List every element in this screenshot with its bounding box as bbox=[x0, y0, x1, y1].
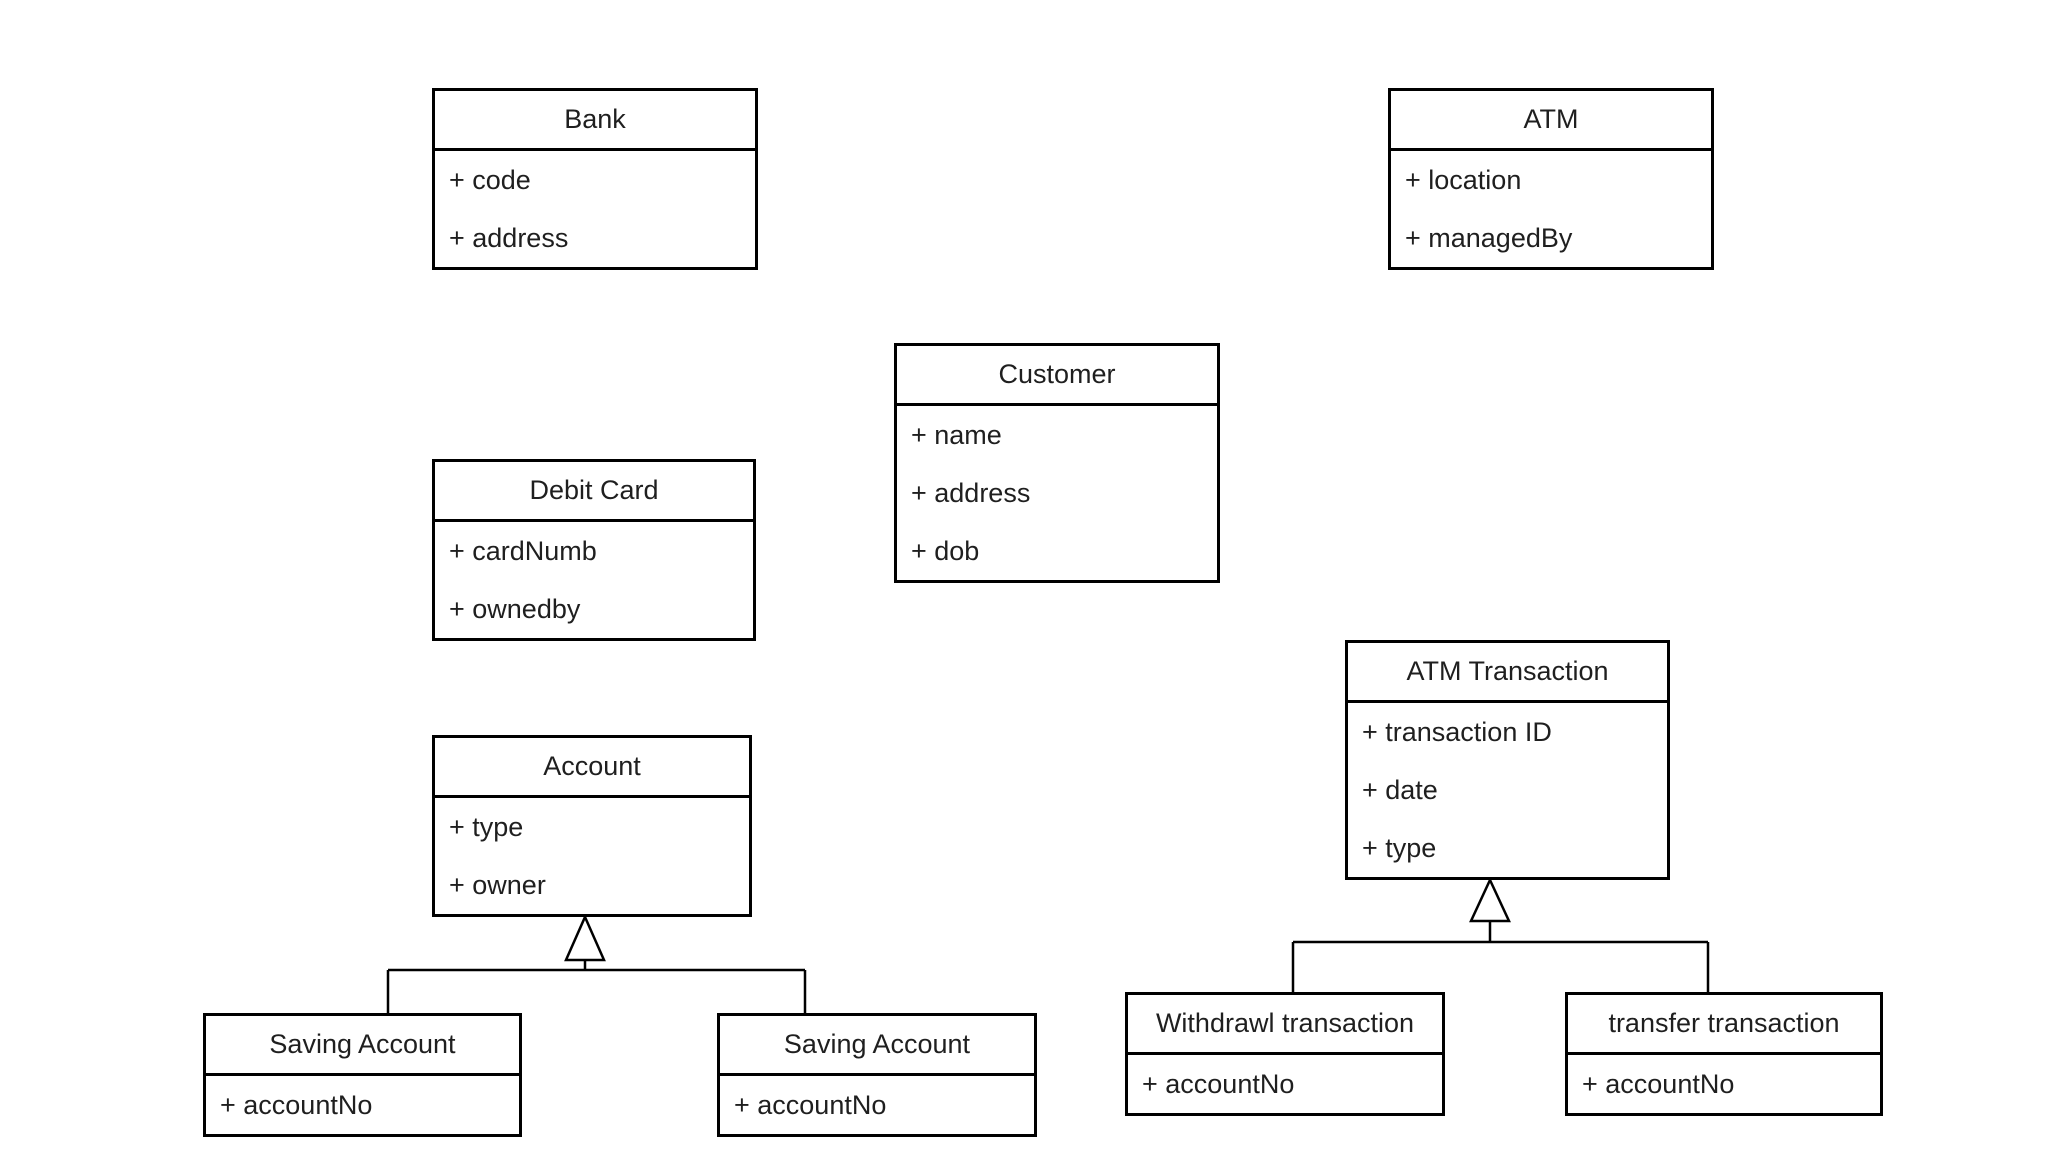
class-attribute: + type bbox=[1362, 832, 1437, 863]
class-title: ATM Transaction bbox=[1348, 643, 1667, 703]
class-attributes: + accountNo bbox=[1568, 1055, 1880, 1113]
class-title: Withdrawl transaction bbox=[1128, 995, 1442, 1055]
class-title: Account bbox=[435, 738, 749, 798]
class-attributes: + accountNo bbox=[720, 1076, 1034, 1134]
class-attributes: + accountNo bbox=[206, 1076, 519, 1134]
class-attributes: + cardNumb + ownedby bbox=[435, 522, 753, 638]
class-box-debit-card[interactable]: Debit Card + cardNumb + ownedby bbox=[432, 459, 756, 641]
class-box-transfer-transaction[interactable]: transfer transaction + accountNo bbox=[1565, 992, 1883, 1116]
class-title: ATM bbox=[1391, 91, 1711, 151]
class-attribute: + owner bbox=[449, 869, 546, 900]
class-attribute: + managedBy bbox=[1405, 222, 1573, 253]
class-attribute: + name bbox=[911, 419, 1002, 450]
class-box-saving-account-right[interactable]: Saving Account + accountNo bbox=[717, 1013, 1037, 1137]
class-attribute: + address bbox=[911, 477, 1031, 508]
generalization-triangle-icon bbox=[1469, 877, 1511, 923]
class-box-bank[interactable]: Bank + code + address bbox=[432, 88, 758, 270]
class-attributes: + type + owner bbox=[435, 798, 749, 914]
class-attribute: + ownedby bbox=[449, 593, 581, 624]
class-attributes: + name + address + dob bbox=[897, 406, 1217, 580]
class-box-saving-account-left[interactable]: Saving Account + accountNo bbox=[203, 1013, 522, 1137]
class-title: Bank bbox=[435, 91, 755, 151]
class-title: Debit Card bbox=[435, 462, 753, 522]
class-attributes: + code + address bbox=[435, 151, 755, 267]
class-box-atm-transaction[interactable]: ATM Transaction + transaction ID + date … bbox=[1345, 640, 1670, 880]
class-attribute: + accountNo bbox=[1582, 1068, 1735, 1099]
class-box-atm[interactable]: ATM + location + managedBy bbox=[1388, 88, 1714, 270]
class-attributes: + accountNo bbox=[1128, 1055, 1442, 1113]
generalization-triangle-icon bbox=[564, 913, 606, 962]
class-attributes: + location + managedBy bbox=[1391, 151, 1711, 267]
class-box-withdrawl-transaction[interactable]: Withdrawl transaction + accountNo bbox=[1125, 992, 1445, 1116]
class-attribute: + accountNo bbox=[734, 1089, 887, 1120]
class-attribute: + cardNumb bbox=[449, 535, 597, 566]
class-attribute: + accountNo bbox=[220, 1089, 373, 1120]
class-box-customer[interactable]: Customer + name + address + dob bbox=[894, 343, 1220, 583]
class-attribute: + date bbox=[1362, 774, 1438, 805]
generalization-account-tree[interactable] bbox=[386, 913, 807, 1013]
class-attribute: + transaction ID bbox=[1362, 716, 1552, 747]
class-title: Customer bbox=[897, 346, 1217, 406]
class-attribute: + address bbox=[449, 222, 569, 253]
generalization-lines bbox=[1291, 921, 1710, 992]
class-title: Saving Account bbox=[206, 1016, 519, 1076]
class-attributes: + transaction ID + date + type bbox=[1348, 703, 1667, 877]
class-attribute: + code bbox=[449, 164, 531, 195]
class-title: Saving Account bbox=[720, 1016, 1034, 1076]
class-title: transfer transaction bbox=[1568, 995, 1880, 1055]
generalization-atm-transaction-tree[interactable] bbox=[1291, 877, 1710, 992]
generalization-lines bbox=[386, 960, 807, 1013]
class-attribute: + location bbox=[1405, 164, 1522, 195]
class-attribute: + dob bbox=[911, 535, 980, 566]
class-box-account[interactable]: Account + type + owner bbox=[432, 735, 752, 917]
class-attribute: + accountNo bbox=[1142, 1068, 1295, 1099]
class-attribute: + type bbox=[449, 811, 524, 842]
